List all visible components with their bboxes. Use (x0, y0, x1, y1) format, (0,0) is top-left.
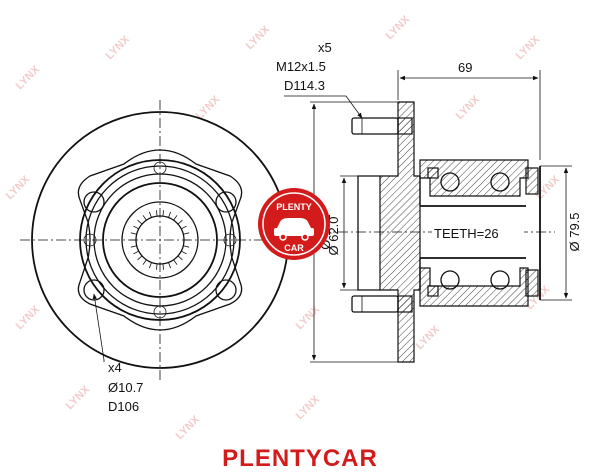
bolt-hole (83, 279, 105, 301)
bolt-hole (83, 191, 105, 213)
watermark-text: LYNX (64, 383, 93, 412)
watermark-text: LYNX (414, 323, 443, 352)
logo-line2: CAR (284, 243, 304, 253)
watermark-text: LYNX (14, 63, 43, 92)
spline-tooth (177, 219, 183, 225)
spline-tooth (155, 263, 158, 270)
watermark-text: LYNX (514, 33, 543, 62)
logo-line1: PLENTY (276, 202, 312, 212)
spline-tooth (130, 245, 137, 248)
bolt-count-label: x4 (108, 360, 122, 375)
spline-tooth (142, 215, 147, 221)
spline-tooth (137, 219, 143, 225)
spline-tooth (148, 211, 152, 218)
stud-count-label: x5 (318, 40, 332, 55)
watermark-text: LYNX (14, 303, 43, 332)
spline-tooth (155, 210, 158, 217)
stud-hole (153, 305, 167, 319)
bolt-holes (83, 161, 237, 319)
spline-tooth (148, 262, 152, 269)
stud-hole (83, 233, 97, 247)
spline-tooth (142, 259, 147, 265)
spline-tooth (177, 255, 183, 261)
front-view: x4 Ø10.7 D106 (20, 100, 300, 414)
hub-depth-label: 69 (458, 60, 472, 75)
watermark-text: LYNX (294, 303, 323, 332)
spline-tooth (133, 250, 139, 255)
bolt-hole (215, 279, 237, 301)
spline-tooth (168, 211, 172, 218)
spline-tooth (181, 225, 187, 230)
watermark-text: LYNX (384, 13, 413, 42)
watermark-text: LYNX (294, 393, 323, 422)
spline-teeth (130, 210, 190, 270)
watermark-text: LYNX (454, 93, 483, 122)
watermark-text: LYNX (244, 23, 273, 52)
plentycar-logo: PLENTY CAR (258, 188, 330, 260)
spline-tooth (162, 210, 165, 217)
stud-hole (223, 233, 237, 247)
pcd-label: D106 (108, 399, 139, 414)
spline-tooth (137, 255, 143, 261)
watermark-text: LYNX (4, 173, 33, 202)
hole-diameter-label: Ø10.7 (108, 380, 143, 395)
spline-tooth (168, 262, 172, 269)
spline-tooth (173, 215, 178, 221)
watermark-text: LYNX (174, 413, 203, 442)
spline-tooth (130, 232, 137, 235)
spline-tooth (183, 232, 190, 235)
outer-diameter-label: Ø 79.5 (567, 212, 582, 251)
spline-tooth (133, 225, 139, 230)
stud-pcd-label: D114.3 (284, 78, 325, 93)
stud-thread-label: M12x1.5 (276, 59, 326, 74)
spline-tooth (181, 250, 187, 255)
teeth-label: TEETH=26 (434, 226, 499, 241)
spline-tooth (173, 259, 178, 265)
watermark-text: LYNX (104, 33, 133, 62)
stud-hole (153, 161, 167, 175)
car-icon (274, 218, 314, 241)
bolt-hole (215, 191, 237, 213)
spline-tooth (162, 263, 165, 270)
side-view: 69 x5 M12x1.5 D114.3 Ø 152 Ø 62.0 Ø 79.5… (276, 40, 582, 363)
spline-tooth (183, 245, 190, 248)
footer-brand: PLENTYCAR (222, 445, 378, 472)
